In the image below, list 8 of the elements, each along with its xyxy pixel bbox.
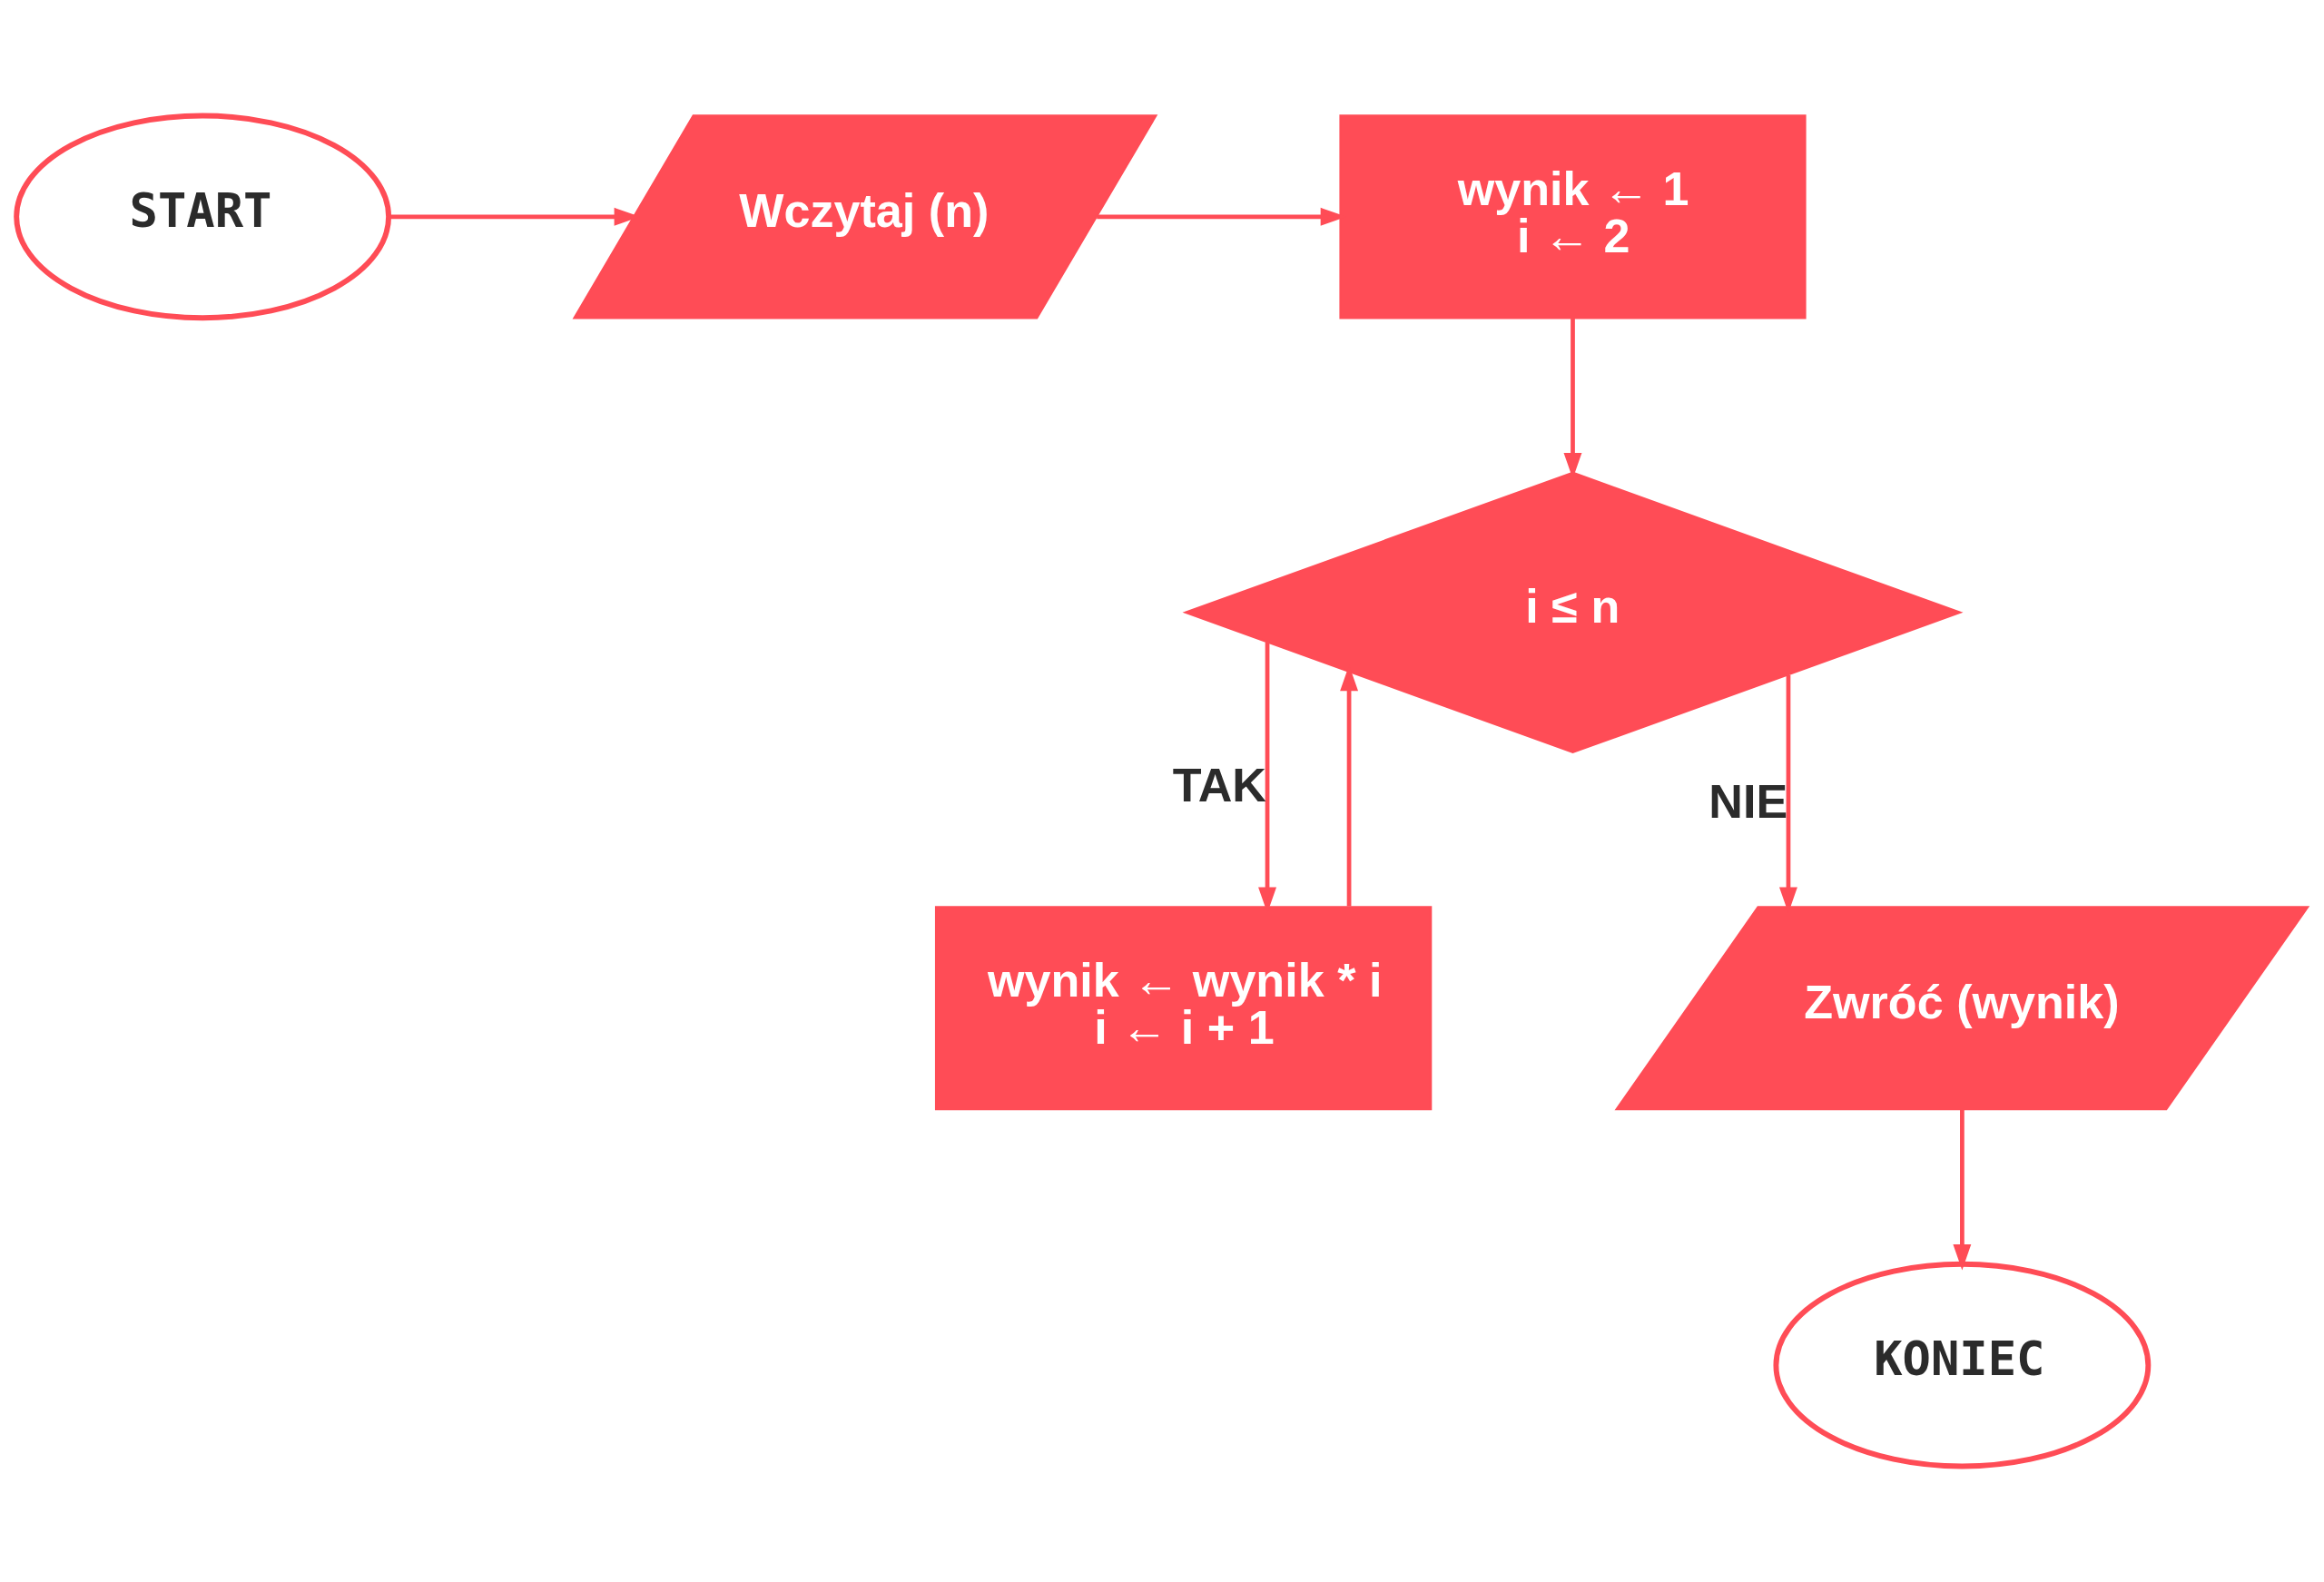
node-box: wynik ← 1 i ← 2	[1339, 114, 1807, 319]
node-ellipse: KONIEC	[1773, 1261, 2152, 1469]
edge-label: TAK	[1172, 759, 1267, 812]
node-box: wynik ← wynik * i i ← i + 1	[934, 906, 1433, 1111]
node-diamond: i ≤ n	[1182, 471, 1964, 754]
edge-label: NIE	[1709, 775, 1788, 829]
arrow	[1953, 1109, 1972, 1271]
node-ellipse: START	[14, 113, 392, 321]
